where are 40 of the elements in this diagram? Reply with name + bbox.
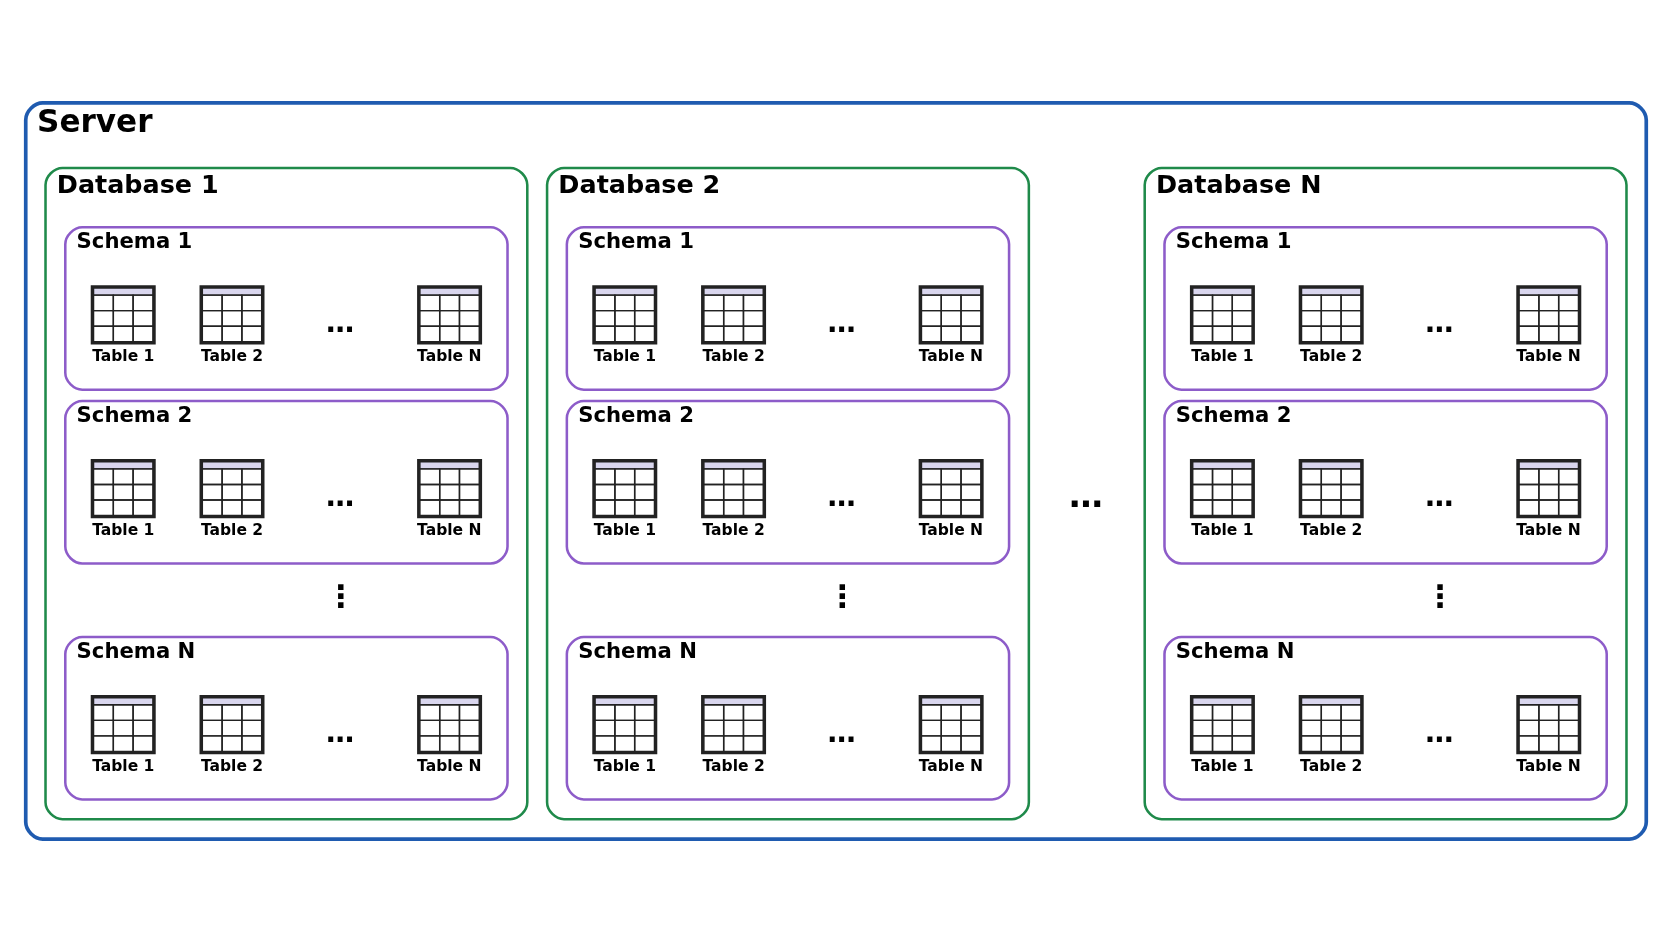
node-label: Table N <box>1516 346 1581 365</box>
node-label: Table 1 <box>1191 520 1254 539</box>
label: ⋮ <box>325 577 357 614</box>
node-label: Table 2 <box>200 346 264 365</box>
node-label: Table 1 <box>1191 756 1254 775</box>
label: ⋮ <box>826 577 858 614</box>
label: … <box>325 479 355 513</box>
node-label: Table 1 <box>92 346 155 365</box>
label: … <box>1425 305 1454 339</box>
node-label: Table 1 <box>593 756 656 775</box>
node-label: Table N <box>1516 756 1581 775</box>
node-label: Table N <box>417 520 482 539</box>
label: … <box>1425 479 1454 513</box>
node-label: Table N <box>918 756 984 775</box>
node-label: Table N <box>417 346 482 365</box>
node-label: Table 1 <box>92 520 155 539</box>
label: … <box>827 715 856 749</box>
node-label: Table 2 <box>702 756 765 775</box>
node-label: Table 2 <box>1300 520 1363 539</box>
label: … <box>325 715 355 749</box>
node-label: Table 1 <box>593 346 656 365</box>
label: … <box>1069 475 1104 515</box>
node-label: Table 1 <box>92 756 155 775</box>
node-label: Table 2 <box>1300 756 1363 775</box>
label: … <box>827 305 856 339</box>
node-label: Table N <box>1516 520 1581 539</box>
node-label: Table 1 <box>1191 346 1254 365</box>
node-label: Table 2 <box>702 346 765 365</box>
node-label: Table 1 <box>593 520 656 539</box>
node-label: Table N <box>918 520 984 539</box>
node-label: Table N <box>417 756 482 775</box>
node-label: Table 2 <box>702 520 765 539</box>
node-label: Table N <box>918 346 984 365</box>
node-label: Table 2 <box>1300 346 1363 365</box>
label: … <box>827 479 856 513</box>
label: ⋮ <box>1424 577 1456 614</box>
label: … <box>1425 715 1454 749</box>
node-label: Table 2 <box>200 756 264 775</box>
node-label: Table 2 <box>200 520 264 539</box>
label: … <box>325 305 355 339</box>
